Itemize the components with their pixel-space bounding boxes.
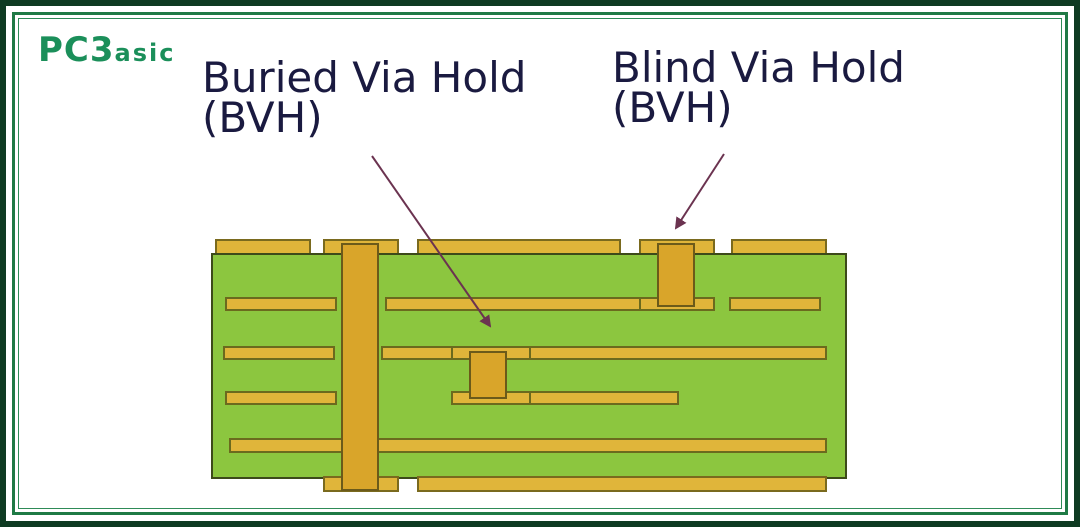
inner-layer-4: [229, 438, 827, 453]
inner-trace: [529, 391, 679, 405]
blind-via: [657, 243, 695, 307]
top-pad: [417, 239, 621, 256]
inner-layer-3: [225, 391, 679, 405]
bottom-pad: [417, 476, 827, 492]
blind-via-label: Blind Via Hold (BVH): [612, 43, 905, 132]
top-pad: [731, 239, 827, 256]
bottom-copper-layer: [323, 476, 827, 492]
top-pad: [215, 239, 311, 256]
inner-trace: [225, 297, 337, 311]
blind-via-arrow: [674, 153, 725, 230]
inner-trace: [225, 391, 337, 405]
inner-trace: [529, 346, 827, 360]
inner-frame: [12, 12, 1068, 515]
buried-via: [469, 351, 507, 399]
inner-layer-2: [223, 346, 827, 360]
blind-via-label-line2: (BVH): [612, 83, 733, 132]
logo-main: PC3: [38, 30, 115, 70]
inner-layer-1: [225, 297, 821, 311]
through-via: [341, 243, 379, 491]
buried-via-label: Buried Via Hold (BVH): [202, 53, 527, 142]
inner-frame-line: [18, 18, 1062, 509]
inner-trace: [223, 346, 335, 360]
pcbasic-logo: PC3asic: [38, 30, 175, 70]
inner-trace: [229, 438, 827, 453]
buried-via-label-line2: (BVH): [202, 93, 323, 142]
logo-suffix: asic: [114, 39, 176, 67]
inner-trace: [729, 297, 821, 311]
inner-trace: [381, 346, 457, 360]
inner-trace: [385, 297, 643, 311]
buried-via-arrow: [371, 155, 492, 328]
blind-via-label-line1: Blind Via Hold: [612, 43, 905, 92]
top-copper-layer: [215, 239, 827, 256]
buried-via-label-line1: Buried Via Hold: [202, 53, 527, 102]
